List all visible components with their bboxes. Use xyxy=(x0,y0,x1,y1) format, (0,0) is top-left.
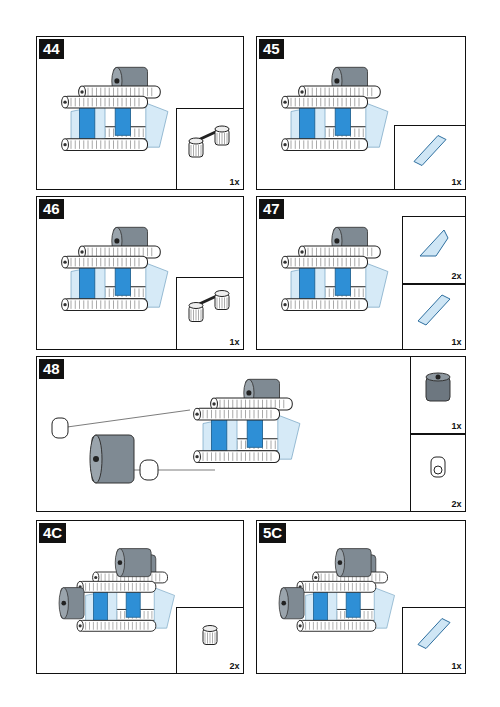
step-number: 44 xyxy=(39,39,64,59)
step-number: 47 xyxy=(259,199,284,219)
quantity-label: 1x xyxy=(451,337,461,347)
part-icon xyxy=(189,126,229,157)
part-icon xyxy=(189,291,229,322)
quantity-label: 1x xyxy=(451,421,461,431)
part-icon xyxy=(418,295,450,325)
quantity-label: 2x xyxy=(229,661,239,671)
assembly-drawing xyxy=(59,549,174,632)
step-panel: 5C 1x xyxy=(256,520,466,674)
parts-inset: 1x xyxy=(410,356,466,434)
step-panel: 4C 2x xyxy=(36,520,244,674)
step-number: 48 xyxy=(39,359,64,379)
step-number: 4C xyxy=(39,523,66,543)
part-icon xyxy=(203,626,217,645)
part-icon xyxy=(418,619,450,649)
quantity-label: 1x xyxy=(451,661,461,671)
step-panel: 45 1x xyxy=(256,36,466,190)
exploded-parts xyxy=(52,410,215,483)
step-number: 46 xyxy=(39,199,64,219)
assembly-drawing xyxy=(282,227,388,310)
step-panel: 44 1x xyxy=(36,36,244,190)
quantity-label: 1x xyxy=(229,177,239,187)
part-icon xyxy=(414,136,446,166)
parts-inset: 1x xyxy=(402,607,466,674)
step-panel: 48 1x 2x xyxy=(36,356,466,512)
assembly-drawing xyxy=(279,549,394,632)
step-number: 5C xyxy=(259,523,286,543)
parts-inset: 1x xyxy=(402,284,466,350)
assembly-drawing xyxy=(62,67,168,150)
parts-inset: 1x xyxy=(394,125,466,190)
parts-inset: 2x xyxy=(410,434,466,512)
quantity-label: 1x xyxy=(451,177,461,187)
assembly-drawing xyxy=(194,379,300,462)
parts-inset: 2x xyxy=(176,607,244,674)
step-number: 45 xyxy=(259,39,284,59)
assembly-drawing xyxy=(62,227,168,310)
step-panel: 46 1x xyxy=(36,196,244,350)
quantity-label: 1x xyxy=(229,337,239,347)
part-icon xyxy=(426,373,450,401)
parts-inset: 1x xyxy=(176,108,244,190)
quantity-label: 2x xyxy=(451,271,461,281)
assembly-drawing xyxy=(282,67,388,150)
step-panel: 47 2x 1x xyxy=(256,196,466,350)
part-icon xyxy=(420,230,448,256)
quantity-label: 2x xyxy=(451,499,461,509)
parts-inset: 2x xyxy=(402,216,466,284)
parts-inset: 1x xyxy=(176,277,244,350)
part-icon xyxy=(431,457,445,477)
